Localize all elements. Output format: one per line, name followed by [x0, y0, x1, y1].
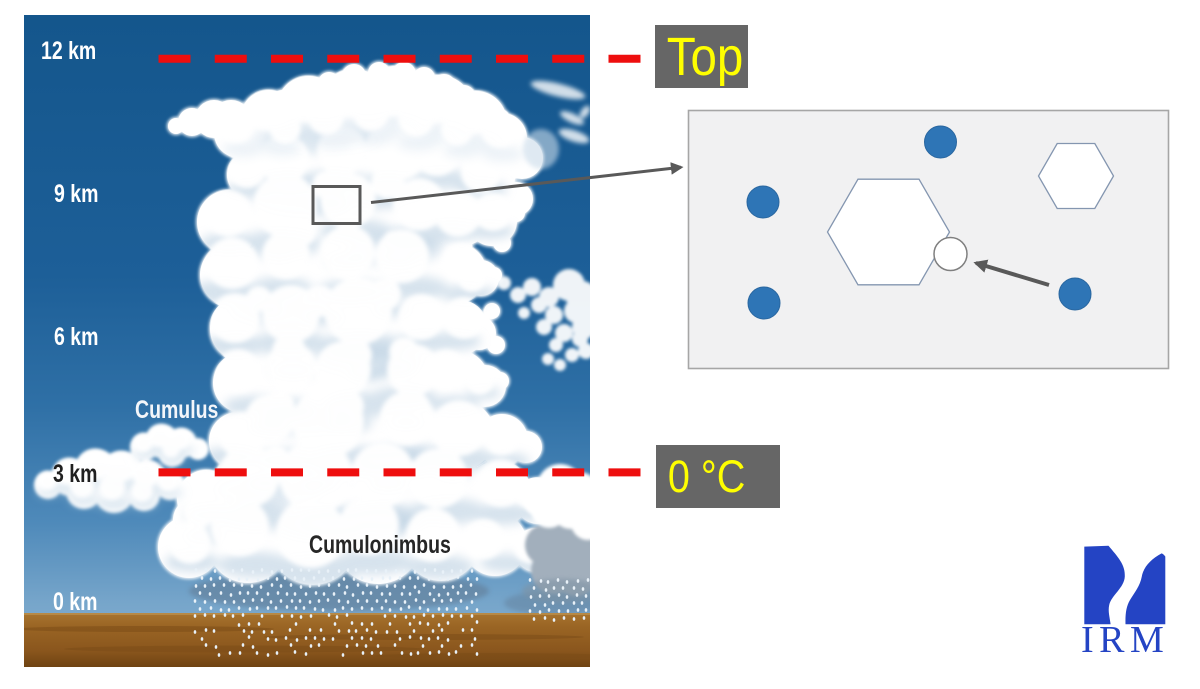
svg-text:9 km: 9 km: [54, 180, 98, 208]
svg-text:12 km: 12 km: [41, 37, 96, 65]
svg-text:Cumulus: Cumulus: [135, 396, 218, 424]
svg-text:6 km: 6 km: [54, 323, 98, 351]
svg-text:3 km: 3 km: [53, 460, 97, 488]
svg-text:0 km: 0 km: [53, 588, 97, 616]
svg-text:Cumulonimbus: Cumulonimbus: [309, 531, 451, 559]
svg-text:IRM: IRM: [1081, 619, 1169, 661]
